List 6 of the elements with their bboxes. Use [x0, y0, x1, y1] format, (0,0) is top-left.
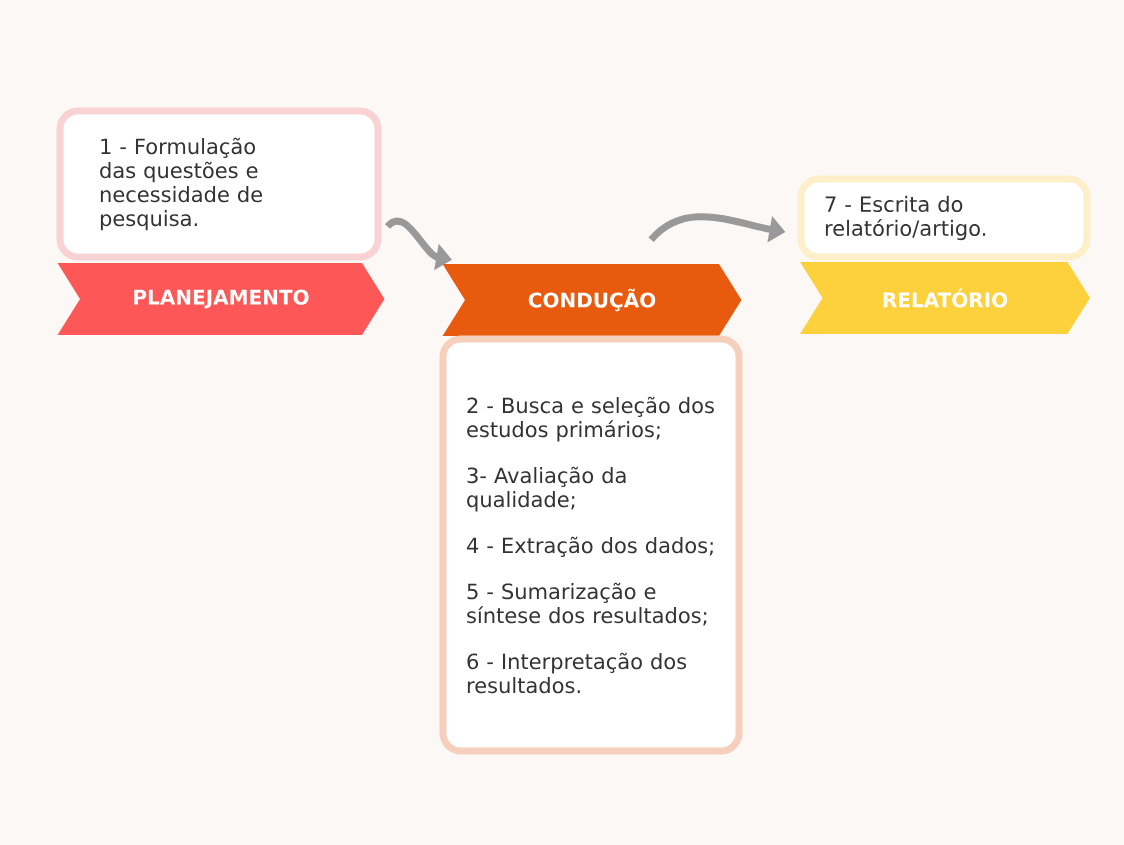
chevron-banner: PLANEJAMENTO	[57, 263, 385, 335]
text-box: 2 - Busca e seleção dos estudos primários; 3- Avaliação da qualidade; 4 - Extração dos dados; 5 - Sumarização e síntese dos resultados; 6 - Interpretação dos resultados.	[439, 335, 743, 755]
text-box: 7 - Escrita do relatório/artigo.	[797, 175, 1091, 261]
text-box: 1 - Formulação das questões e necessidade de pesquisa.	[56, 107, 382, 261]
chevron-banner: RELATÓRIO	[800, 262, 1090, 334]
chevron-banner: CONDUÇÃO	[442, 264, 742, 336]
